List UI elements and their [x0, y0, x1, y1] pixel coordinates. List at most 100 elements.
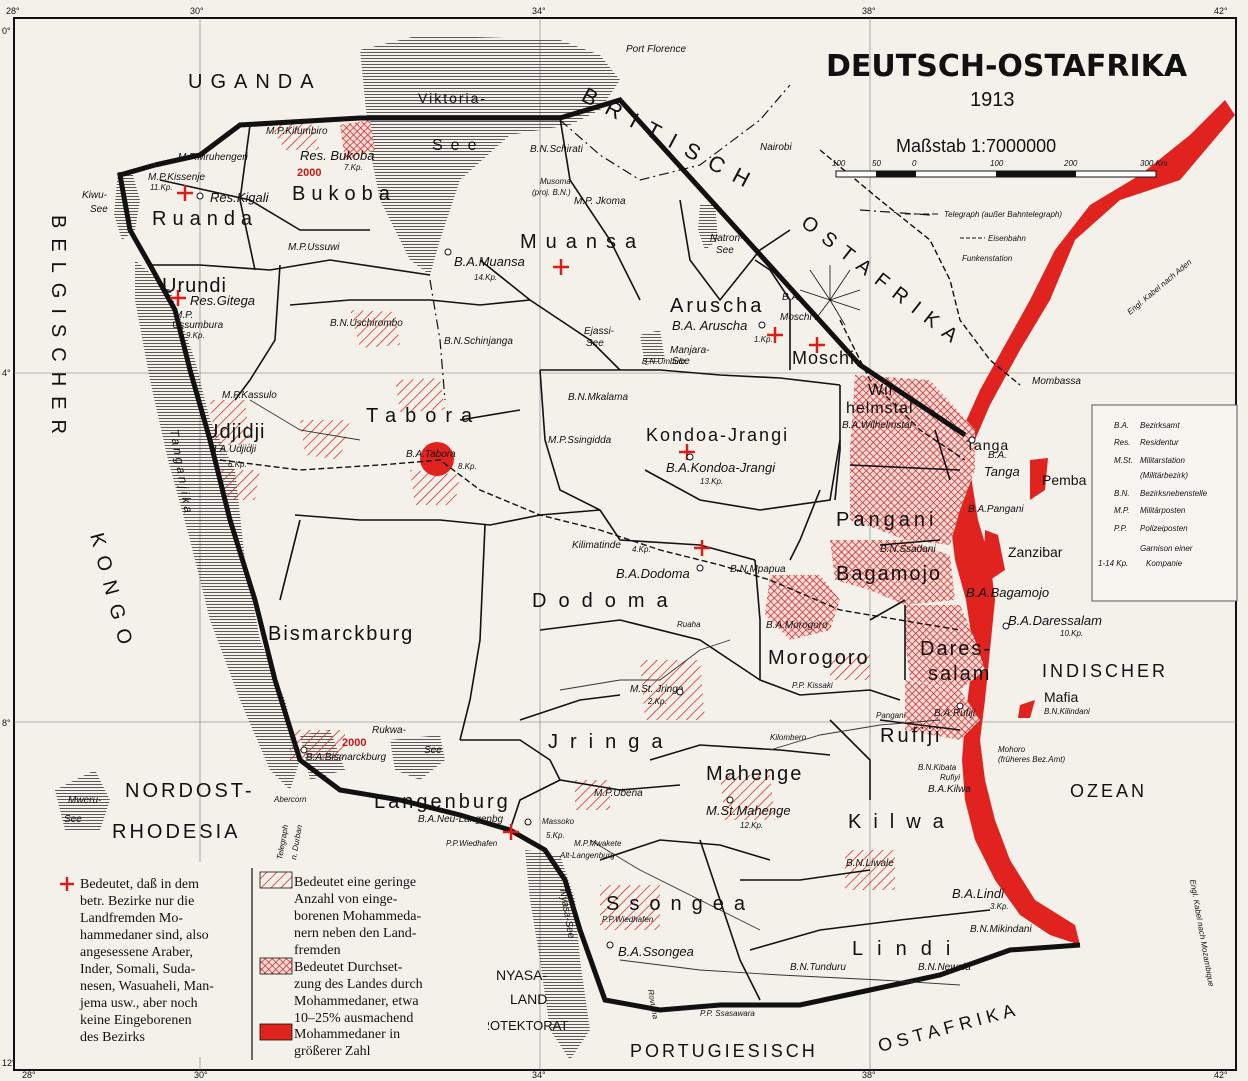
svg-text:7.Kp.: 7.Kp.: [344, 163, 363, 172]
bottom-legend: Bedeutet, daß in dem betr. Bezirke nur d…: [28, 862, 488, 1060]
abbr-legend-box: B.A.Bezirksamt Res.Residentur M.St.Milit…: [1091, 404, 1238, 602]
svg-text:300 Km: 300 Km: [1140, 159, 1168, 168]
svg-text:Ssongea: Ssongea: [606, 893, 755, 915]
red-coast-band: [950, 100, 1235, 945]
svg-text:Rufiji: Rufiji: [880, 725, 942, 747]
cross-hatch-regions: [340, 120, 985, 740]
svg-text:B.N.Schinjanga: B.N.Schinjanga: [444, 336, 513, 347]
svg-text:Urundi: Urundi: [162, 275, 227, 297]
svg-text:28°: 28°: [22, 1070, 36, 1080]
svg-text:M.St.Mahenge: M.St.Mahenge: [706, 803, 791, 818]
svg-text:Landfremden Mo-: Landfremden Mo-: [80, 911, 183, 926]
svg-text:Garnison einer: Garnison einer: [1140, 544, 1193, 553]
lake-mweru: [55, 770, 110, 830]
plus-markers: [170, 185, 825, 840]
svg-text:Rukwa-: Rukwa-: [372, 725, 407, 736]
svg-text:hammedaner sind, also: hammedaner sind, also: [80, 928, 209, 943]
svg-text:BELGISCHER: BELGISCHER: [47, 215, 69, 444]
svg-text:3.Kp.: 3.Kp.: [990, 902, 1009, 911]
svg-text:B.A.Udjidji: B.A.Udjidji: [210, 444, 257, 455]
svg-text:Res.Gitega: Res.Gitega: [190, 293, 255, 308]
svg-text:8.Kp.: 8.Kp.: [458, 462, 477, 471]
svg-text:Moschi: Moschi: [780, 312, 812, 323]
svg-text:keine Eingeborenen: keine Eingeborenen: [80, 1013, 192, 1028]
svg-text:Pangani: Pangani: [836, 509, 937, 531]
district-boundaries: [150, 117, 991, 1001]
svg-text:B.A.: B.A.: [1114, 421, 1129, 430]
svg-text:Kilwa: Kilwa: [848, 811, 956, 833]
svg-text:Residentur: Residentur: [1140, 438, 1179, 447]
svg-text:See: See: [90, 204, 108, 215]
svg-text:B.A.Bagamojo: B.A.Bagamojo: [966, 585, 1049, 600]
svg-text:Kilombero: Kilombero: [770, 733, 807, 742]
svg-text:Mohoro: Mohoro: [998, 745, 1026, 754]
tabora-dot: [420, 442, 454, 476]
svg-text:Bukoba: Bukoba: [292, 183, 396, 205]
svg-text:See: See: [586, 338, 604, 349]
svg-text:Ussumbura: Ussumbura: [172, 320, 224, 331]
svg-text:betr. Bezirke nur die: betr. Bezirke nur die: [80, 894, 194, 909]
svg-text:13.Kp.: 13.Kp.: [700, 477, 723, 486]
svg-text:Mohammedaner, etwa: Mohammedaner, etwa: [294, 994, 419, 1009]
svg-text:Rufiyi: Rufiyi: [940, 773, 960, 782]
svg-text:38°: 38°: [862, 1070, 876, 1080]
map-year: 1913: [970, 89, 1015, 111]
svg-text:Bezirksnebenstelle: Bezirksnebenstelle: [1140, 489, 1208, 498]
svg-text:Massoko: Massoko: [542, 817, 575, 826]
lake-tanganyika: [135, 260, 300, 790]
svg-text:200: 200: [1063, 159, 1078, 168]
svg-text:B.A.Morogoro: B.A.Morogoro: [766, 620, 828, 631]
svg-text:jema usw., aber noch: jema usw., aber noch: [79, 996, 198, 1011]
svg-text:P.P. Ssasawara: P.P. Ssasawara: [700, 1009, 755, 1018]
svg-text:B.A.Neu-Langenbg: B.A.Neu-Langenbg: [418, 814, 504, 825]
svg-text:B.A.Lindi: B.A.Lindi: [952, 886, 1005, 901]
svg-text:0°: 0°: [2, 26, 11, 36]
svg-text:Mohammedaner in: Mohammedaner in: [294, 1027, 400, 1042]
railways: [219, 84, 1021, 631]
rivers: [249, 399, 961, 986]
svg-text:B.A.Kondoa-Jrangi: B.A.Kondoa-Jrangi: [666, 460, 776, 475]
svg-text:Dares-: Dares-: [920, 638, 992, 660]
svg-text:B.N.Schirati: B.N.Schirati: [530, 144, 584, 155]
svg-text:Morogoro: Morogoro: [768, 647, 870, 669]
svg-text:nesen, Wasuaheli, Man-: nesen, Wasuaheli, Man-: [80, 979, 214, 994]
svg-text:Funkenstation: Funkenstation: [962, 254, 1013, 263]
svg-text:100: 100: [832, 159, 846, 168]
svg-text:Lindi: Lindi: [852, 938, 964, 960]
svg-text:B.N.Newala: B.N.Newala: [918, 962, 971, 973]
svg-text:B.A.Muansa: B.A.Muansa: [454, 254, 525, 269]
svg-text:M.P.Kissenje: M.P.Kissenje: [148, 172, 206, 183]
settlement-symbols: [196, 192, 1010, 949]
svg-text:Res.Kigali: Res.Kigali: [210, 190, 270, 205]
svg-text:B.A.Pangani: B.A.Pangani: [968, 504, 1024, 515]
svg-text:M.P.Kassulo: M.P.Kassulo: [222, 390, 277, 401]
svg-text:12.Kp.: 12.Kp.: [740, 821, 763, 830]
svg-text:34°: 34°: [532, 6, 546, 16]
svg-text:B.A.Daressalam: B.A.Daressalam: [1008, 613, 1102, 628]
svg-text:M.P.Kifumbiro: M.P.Kifumbiro: [266, 126, 328, 137]
svg-text:P.P. Kissaki: P.P. Kissaki: [792, 681, 833, 690]
svg-text:OZEAN: OZEAN: [1070, 781, 1147, 801]
map-title: DEUTSCH-OSTAFRIKA: [826, 49, 1188, 84]
lakes: [55, 35, 718, 1060]
svg-text:Bagamojo: Bagamojo: [836, 563, 942, 585]
scale-bar: 100 50 0 100 200 300 Km: [832, 159, 1168, 178]
red-swatch: [259, 1023, 293, 1041]
svg-text:(früheres Bez.Amt): (früheres Bez.Amt): [998, 755, 1065, 764]
svg-text:Anzahl von einge-: Anzahl von einge-: [294, 892, 398, 907]
svg-text:B.A.: B.A.: [782, 292, 801, 303]
svg-text:6.Kp.: 6.Kp.: [228, 460, 247, 469]
svg-text:Wil-: Wil-: [868, 382, 900, 399]
svg-text:34°: 34°: [532, 1070, 546, 1080]
svg-text:B.A.Ssongea: B.A.Ssongea: [618, 944, 694, 959]
svg-text:Zanzibar: Zanzibar: [1008, 544, 1063, 560]
lake-rukwa: [390, 735, 445, 780]
svg-text:zung des Landes durch: zung des Landes durch: [294, 977, 423, 992]
svg-text:B.N.Kibata: B.N.Kibata: [918, 763, 957, 772]
svg-text:Bezirksamt: Bezirksamt: [1140, 421, 1180, 430]
svg-text:See: See: [424, 745, 442, 756]
lake-natron: [698, 202, 718, 250]
svg-text:Ejassi-: Ejassi-: [584, 326, 615, 337]
svg-text:Eisenbahn: Eisenbahn: [988, 234, 1026, 243]
svg-text:Port Florence: Port Florence: [626, 44, 686, 55]
